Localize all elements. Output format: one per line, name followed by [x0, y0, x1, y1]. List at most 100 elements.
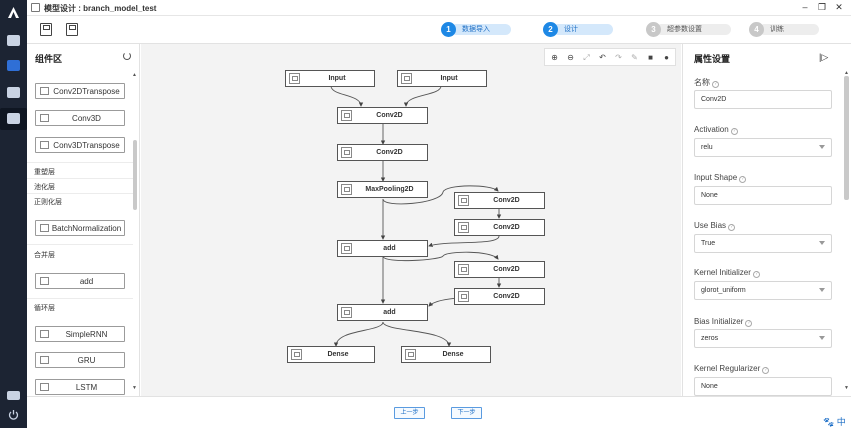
design-canvas[interactable]: ⊕ ⊖ ⤢ ↶ ↷ ✎ ■ ● Input Input Conv2D Conv2…: [141, 44, 681, 396]
app-rail: [0, 0, 27, 428]
input-shape-input[interactable]: None: [694, 186, 832, 205]
component-conv3dtranspose[interactable]: Conv3DTranspose: [35, 137, 125, 153]
help-icon[interactable]: ?: [745, 320, 753, 327]
component-batchnormalization[interactable]: BatchNormalization: [35, 220, 125, 236]
category-reshape[interactable]: 重塑层: [34, 169, 55, 176]
conv-layer-icon: [341, 147, 352, 158]
component-label: LSTM: [75, 383, 98, 392]
node-conv2d-e[interactable]: Conv2D: [454, 261, 545, 278]
scroll-down-icon[interactable]: ▼: [844, 385, 849, 391]
scroll-up-icon[interactable]: ▲: [132, 72, 137, 78]
monitor-icon[interactable]: [7, 391, 20, 400]
canvas-toolbar: ⊕ ⊖ ⤢ ↶ ↷ ✎ ■ ●: [544, 48, 676, 66]
minimize-icon[interactable]: –: [802, 2, 808, 12]
layer-icon: [40, 224, 49, 232]
field-label-input-shape: Input Shape?: [694, 173, 747, 183]
node-conv2d-b[interactable]: Conv2D: [337, 144, 428, 161]
component-simplernn[interactable]: SimpleRNN: [35, 326, 125, 342]
component-conv2dtranspose[interactable]: Conv2DTranspose: [35, 83, 125, 99]
node-conv2d-d[interactable]: Conv2D: [454, 219, 545, 236]
help-icon[interactable]: ?: [752, 271, 760, 278]
node-input-1[interactable]: Input: [285, 70, 375, 87]
node-dense-1[interactable]: Dense: [287, 346, 375, 363]
help-icon[interactable]: ?: [712, 81, 719, 88]
close-icon[interactable]: ✕: [835, 2, 843, 12]
category-recurrent[interactable]: 循环层: [34, 305, 55, 312]
power-icon[interactable]: [8, 409, 19, 420]
divider: [27, 298, 133, 299]
node-conv2d-f[interactable]: Conv2D: [454, 288, 545, 305]
node-label: MaxPooling2D: [365, 186, 414, 193]
divider: [27, 162, 133, 163]
node-dense-2[interactable]: Dense: [401, 346, 491, 363]
eraser-icon[interactable]: ✎: [631, 53, 638, 62]
category-merge[interactable]: 合并层: [34, 252, 55, 259]
zoom-in-icon[interactable]: ⊕: [551, 53, 558, 62]
field-value: True: [701, 240, 716, 247]
field-label-kernel-initializer: Kernel Initializer?: [694, 268, 760, 278]
project-icon[interactable]: [7, 87, 20, 98]
dense-layer-icon: [291, 349, 302, 360]
use-bias-select[interactable]: True: [694, 234, 832, 253]
restore-icon[interactable]: ❐: [817, 2, 827, 12]
conv-layer-icon: [458, 195, 469, 206]
kernel-initializer-select[interactable]: glorot_uniform: [694, 281, 832, 300]
fit-view-icon[interactable]: ⤢: [583, 53, 590, 62]
node-label: Dense: [442, 351, 464, 358]
help-icon[interactable]: ?: [739, 176, 747, 183]
category-pooling[interactable]: 池化层: [34, 184, 55, 191]
component-gru[interactable]: GRU: [35, 352, 125, 368]
help-icon[interactable]: ?: [762, 367, 770, 374]
scroll-down-icon[interactable]: ▼: [132, 385, 137, 391]
field-label-kernel-regularizer: Kernel Regularizer?: [694, 364, 770, 374]
node-add-2[interactable]: add: [337, 304, 428, 321]
bias-initializer-select[interactable]: zeros: [694, 329, 832, 348]
node-label: add: [383, 309, 396, 316]
step-label: 超参数设置: [656, 24, 731, 35]
save-icon[interactable]: [40, 23, 52, 36]
node-maxpooling2d[interactable]: MaxPooling2D: [337, 181, 428, 198]
zoom-out-icon[interactable]: ⊖: [567, 53, 574, 62]
window-icon: [31, 3, 40, 12]
layer-icon: [40, 277, 49, 285]
help-icon[interactable]: ?: [730, 128, 738, 135]
component-lstm[interactable]: LSTM: [35, 379, 125, 395]
redo-icon[interactable]: ↷: [615, 53, 622, 62]
panel-title: 组件区: [35, 54, 63, 64]
component-label: Conv3D: [72, 114, 101, 123]
node-conv2d-a[interactable]: Conv2D: [337, 107, 428, 124]
save-as-icon[interactable]: [66, 23, 78, 36]
divider: [27, 193, 133, 194]
name-input[interactable]: Conv2D: [694, 90, 832, 109]
refresh-icon[interactable]: [123, 52, 131, 60]
scroll-up-icon[interactable]: ▲: [844, 70, 849, 76]
node-conv2d-c[interactable]: Conv2D: [454, 192, 545, 209]
window-title: 模型设计 : branch_model_test: [44, 4, 157, 13]
node-label: Conv2D: [493, 293, 520, 300]
layer-icon: [40, 330, 49, 338]
component-add[interactable]: add: [35, 273, 125, 289]
component-conv3d[interactable]: Conv3D: [35, 110, 125, 126]
label-text: 名称: [694, 78, 710, 87]
info-icon[interactable]: ●: [664, 53, 669, 62]
data-icon[interactable]: [7, 60, 20, 71]
node-add-1[interactable]: add: [337, 240, 428, 257]
pool-layer-icon: [341, 184, 352, 195]
activation-select[interactable]: relu: [694, 138, 832, 157]
props-scrollbar[interactable]: [844, 76, 849, 200]
node-input-2[interactable]: Input: [397, 70, 487, 87]
undo-icon[interactable]: ↶: [599, 53, 606, 62]
delete-icon[interactable]: ■: [648, 53, 653, 62]
category-regularization[interactable]: 正则化层: [34, 199, 62, 206]
next-step-button[interactable]: 下一步: [451, 407, 482, 419]
kernel-regularizer-input[interactable]: None: [694, 377, 832, 396]
help-icon[interactable]: ?: [728, 224, 736, 231]
prev-step-button[interactable]: 上一步: [394, 407, 425, 419]
ime-indicator[interactable]: 🐾 中: [823, 415, 846, 428]
panel-scrollbar[interactable]: [133, 140, 137, 210]
layer-icon: [40, 114, 49, 122]
chat-icon[interactable]: [7, 35, 20, 46]
collapse-panel-icon[interactable]: |▷: [819, 52, 829, 62]
step-number: 4: [749, 22, 764, 37]
component-label: GRU: [77, 356, 96, 365]
